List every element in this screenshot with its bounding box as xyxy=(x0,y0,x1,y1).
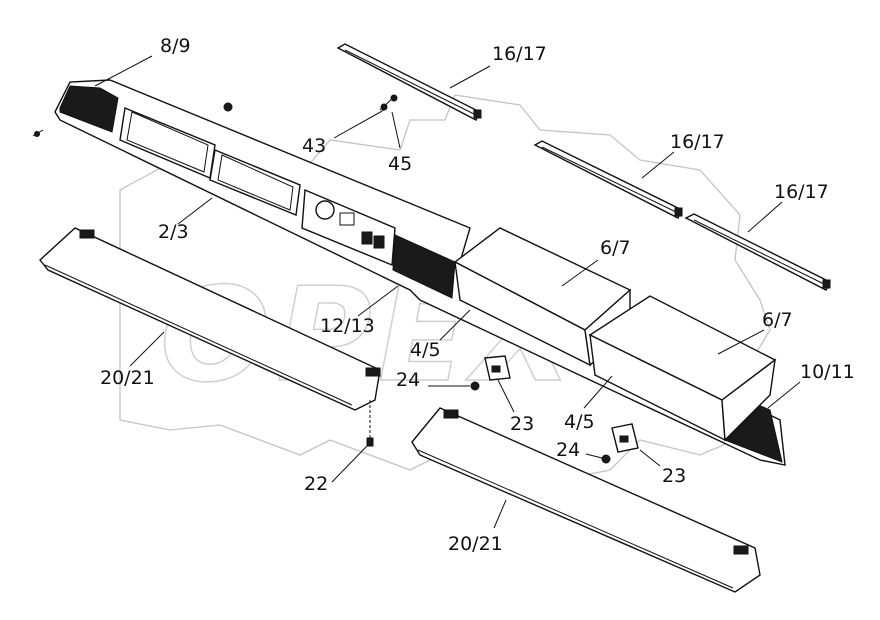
callout-20-21-left: 20/21 xyxy=(100,367,155,389)
sun-visor-right xyxy=(411,407,761,593)
bracket-23-right xyxy=(601,423,639,464)
callout-43: 43 xyxy=(302,135,326,157)
callout-45: 45 xyxy=(388,153,412,175)
callout-6-7-left: 6/7 xyxy=(600,237,631,259)
callout-4-5-right: 4/5 xyxy=(564,411,595,433)
callout-10-11: 10/11 xyxy=(800,361,855,383)
callout-16-17-top: 16/17 xyxy=(492,43,547,65)
callout-12-13: 12/13 xyxy=(320,315,375,337)
callout-4-5-left: 4/5 xyxy=(410,339,441,361)
callout-23-left: 23 xyxy=(510,413,534,435)
callout-23-right: 23 xyxy=(662,465,686,487)
trim-strip-middle xyxy=(533,140,683,219)
callout-24-left: 24 xyxy=(396,369,420,391)
callout-6-7-right: 6/7 xyxy=(762,309,793,331)
trim-strip-top xyxy=(336,43,482,121)
screws-43-45 xyxy=(32,94,398,137)
callout-20-21-right: 20/21 xyxy=(448,533,503,555)
callout-16-17-right: 16/17 xyxy=(774,181,829,203)
trim-strip-right xyxy=(684,213,831,291)
leader-lines xyxy=(94,55,801,529)
sun-visor-left xyxy=(39,227,381,411)
callout-labels: 8/9 16/17 16/17 16/17 43 45 2/3 6/7 6/7 … xyxy=(100,35,855,555)
callout-24-right: 24 xyxy=(556,439,580,461)
clip-22 xyxy=(366,400,374,447)
glove-box-right xyxy=(588,295,777,442)
callout-2-3: 2/3 xyxy=(158,221,189,243)
bracket-23-left xyxy=(470,355,511,391)
callout-16-17-middle: 16/17 xyxy=(670,131,725,153)
callout-8-9: 8/9 xyxy=(160,35,191,57)
callout-22: 22 xyxy=(304,473,328,495)
